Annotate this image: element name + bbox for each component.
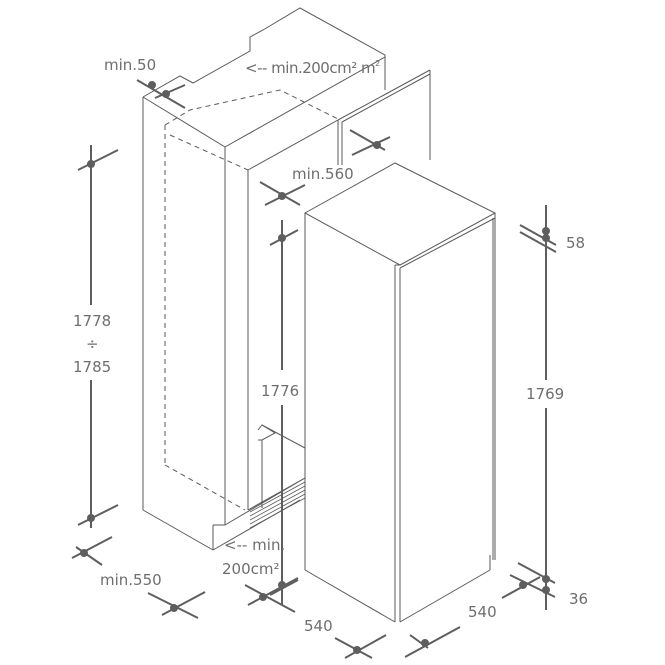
label-appliance-height: 1769 — [526, 385, 565, 403]
cabinet-top-outline — [142, 7, 386, 98]
label-top-vent: <-- min.200cm² m2 — [245, 55, 380, 77]
label-niche-width: min.560 — [292, 165, 354, 183]
label-top-vent-unit: m — [361, 59, 376, 77]
label-niche-height-min: 1778 — [73, 312, 112, 330]
label-top-clearance: min.50 — [104, 56, 157, 74]
label-bottom-vent-line2: 200cm² — [222, 560, 280, 578]
label-appliance-depth: 540 — [468, 603, 497, 621]
label-appliance-width: 540 — [304, 617, 333, 635]
label-niche-height-max: 1785 — [73, 358, 112, 376]
label-bottom-vent-line1: <-- min. — [224, 536, 286, 554]
label-niche-depth: min.550 — [100, 571, 162, 589]
label-top-vent-unit-sup: 2 — [375, 59, 380, 68]
label-top-offset: 58 — [566, 234, 586, 252]
label-bottom-offset: 36 — [569, 590, 589, 608]
label-niche-height-separator: ÷ — [86, 335, 99, 353]
label-cabinet-inner-height: 1776 — [261, 382, 300, 400]
label-top-vent-text: <-- min.200cm² — [245, 59, 357, 77]
